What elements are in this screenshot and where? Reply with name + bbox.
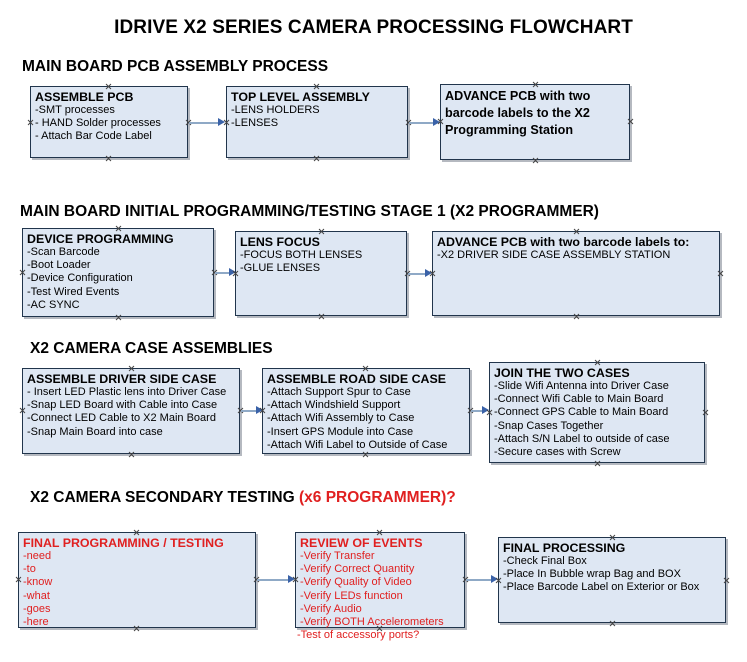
box-line: -Connect GPS Cable to Main Board — [494, 406, 669, 419]
box-line: -Boot Loader — [27, 259, 91, 272]
box-line: -FOCUS BOTH LENSES — [240, 249, 363, 261]
box-line: -Verify Transfer — [300, 550, 375, 562]
box-overflow-line: -Test of accessory ports? — [297, 629, 420, 641]
box-advance-pcb-to-x2-programming-station[interactable]: ADVANCE PCB with two barcode labels to t… — [440, 84, 630, 160]
box-review-of-events[interactable]: REVIEW OF EVENTS -Verify Transfer -Verif… — [295, 532, 465, 628]
box-line: -Insert GPS Module into Case — [267, 425, 414, 438]
section-heading-text: X2 CAMERA SECONDARY TESTING — [30, 489, 299, 506]
page-title: IDRIVE X2 SERIES CAMERA PROCESSING FLOWC… — [114, 17, 633, 38]
box-line: -AC SYNC — [27, 298, 80, 311]
connector-arrowhead — [256, 406, 263, 414]
box-assemble-pcb[interactable]: ASSEMBLE PCB -SMT processes - HAND Solde… — [30, 86, 188, 158]
box-line: -GLUE LENSES — [240, 262, 321, 275]
section-heading-x2-camera-secondary-testing: X2 CAMERA SECONDARY TESTING (x6 PROGRAMM… — [30, 489, 456, 507]
box-line: -Attach S/N Label to outside of case — [494, 432, 670, 445]
box-line: -Place Barcode Label on Exterior or Box — [503, 581, 700, 594]
box-line: -Verify Correct Quantity — [300, 563, 415, 576]
connector-arrowhead — [425, 269, 432, 277]
box-advance-pcb-to-driver-side-case-assembly[interactable]: ADVANCE PCB with two barcode labels to: … — [432, 231, 720, 316]
box-line: -to — [23, 563, 36, 576]
connector-arrowhead — [433, 118, 440, 126]
box-line: -Attach Windshield Support — [267, 399, 401, 412]
box-line: -goes — [23, 602, 51, 615]
box-line: -Snap Cases Together — [494, 419, 604, 432]
box-line: - Attach Bar Code Label — [35, 130, 152, 143]
box-line: -Attach Wifi Assembly to Case — [267, 412, 415, 425]
box-header: ADVANCE PCB with two barcode labels to t… — [445, 89, 591, 137]
box-line: -here — [23, 616, 49, 629]
connector-arrowhead — [288, 575, 295, 583]
box-assemble-road-side-case[interactable]: ASSEMBLE ROAD SIDE CASE -Attach Support … — [262, 368, 470, 454]
box-final-programming-testing[interactable]: FINAL PROGRAMMING / TESTING -need -to -k… — [18, 532, 256, 628]
box-line: -Verify Audio — [300, 602, 362, 615]
box-header: LENS FOCUS — [240, 235, 320, 249]
box-line: -Snap LED Board with Cable into Case — [27, 399, 218, 412]
box-line: -know — [23, 576, 53, 589]
box-line: -SMT processes — [35, 104, 115, 116]
connector-line — [215, 272, 230, 274]
box-final-processing[interactable]: FINAL PROCESSING -Check Final Box -Place… — [498, 537, 726, 623]
connector-arrowhead — [229, 268, 236, 276]
box-line: -Secure cases with Screw — [494, 446, 621, 459]
connector-line — [466, 579, 492, 581]
box-line: -what — [23, 589, 50, 602]
box-line: -Verify BOTH Accelerometers — [300, 616, 444, 629]
section-heading-accent: (x6 PROGRAMMER)? — [299, 489, 456, 506]
box-header: DEVICE PROGRAMMING — [27, 232, 174, 246]
box-line: -Verify LEDs function — [300, 589, 403, 602]
box-line: -Connect LED Cable to X2 Main Board — [27, 412, 216, 425]
section-heading-x2-camera-case-assemblies: X2 CAMERA CASE ASSEMBLIES — [30, 340, 273, 357]
section-heading-main-board-pcb-assembly-process: MAIN BOARD PCB ASSEMBLY PROCESS — [22, 58, 329, 75]
box-line: -Scan Barcode — [27, 246, 100, 258]
box-line: - HAND Solder processes — [35, 117, 161, 130]
box-line: -Check Final Box — [503, 555, 587, 567]
box-line: -Test Wired Events — [27, 285, 120, 298]
box-header: REVIEW OF EVENTS — [300, 536, 423, 550]
box-header: ASSEMBLE PCB — [35, 90, 134, 104]
box-header: FINAL PROCESSING — [503, 541, 626, 555]
box-line: -Place In Bubble wrap Bag and BOX — [503, 568, 681, 581]
box-line: -Attach Wifi Label to Outside of Case — [267, 438, 448, 451]
connector-line — [189, 122, 219, 124]
box-header: ASSEMBLE ROAD SIDE CASE — [267, 372, 446, 386]
box-join-the-two-cases[interactable]: JOIN THE TWO CASES -Slide Wifi Antenna i… — [489, 362, 705, 463]
connector-line — [241, 410, 257, 412]
box-line: -Connect Wifi Cable to Main Board — [494, 393, 664, 406]
connector-arrowhead — [482, 406, 489, 414]
box-line: -Slide Wifi Antenna into Driver Case — [494, 380, 669, 392]
box-line: -X2 DRIVER SIDE CASE ASSEMBLY STATION — [437, 249, 671, 261]
box-top-level-assembly[interactable]: TOP LEVEL ASSEMBLY -LENS HOLDERS -LENSES — [226, 86, 408, 158]
box-line: -LENSES — [231, 117, 279, 130]
connector-arrowhead — [491, 575, 498, 583]
box-header: FINAL PROGRAMMING / TESTING — [23, 536, 224, 550]
box-header: JOIN THE TWO CASES — [494, 366, 630, 380]
box-line: -Attach Support Spur to Case — [267, 386, 411, 398]
connector-line — [408, 273, 426, 275]
box-header: TOP LEVEL ASSEMBLY — [231, 90, 370, 104]
box-line: -Snap Main Board into case — [27, 425, 163, 438]
box-line: -need — [23, 550, 52, 562]
box-line: -LENS HOLDERS — [231, 104, 320, 116]
connector-line — [471, 410, 483, 412]
box-assemble-driver-side-case[interactable]: ASSEMBLE DRIVER SIDE CASE - Insert LED P… — [22, 368, 240, 454]
box-header: ASSEMBLE DRIVER SIDE CASE — [27, 372, 217, 386]
box-lens-focus[interactable]: LENS FOCUS -FOCUS BOTH LENSES -GLUE LENS… — [235, 231, 407, 316]
box-line: -Verify Quality of Video — [300, 576, 412, 589]
connector-line — [257, 579, 289, 581]
connector-arrowhead — [218, 118, 225, 126]
box-device-programming[interactable]: DEVICE PROGRAMMING -Scan Barcode -Boot L… — [22, 228, 214, 317]
box-header: ADVANCE PCB with two barcode labels to: — [437, 235, 690, 249]
box-line: - Insert LED Plastic lens into Driver Ca… — [27, 386, 227, 398]
connector-line — [409, 122, 434, 124]
section-heading-main-board-initial-programming-testing-stage-1: MAIN BOARD INITIAL PROGRAMMING/TESTING S… — [20, 203, 599, 220]
box-line: -Device Configuration — [27, 272, 133, 285]
